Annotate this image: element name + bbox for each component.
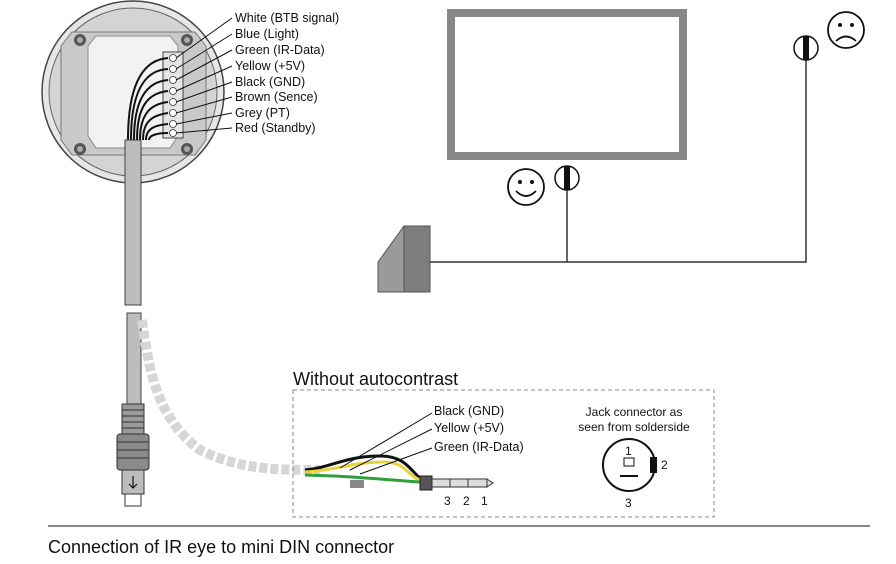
plug-pin-3: 3: [444, 494, 451, 508]
wire-label-black: Black (GND): [235, 75, 306, 89]
wire-label-red: Red (Standby): [235, 121, 316, 135]
breakout-leaders: [339, 412, 433, 475]
wire-label-grey: Grey (PT): [235, 106, 290, 120]
diagram-caption: Connection of IR eye to mini DIN connect…: [48, 537, 395, 557]
jack-pin-1: 1: [625, 444, 632, 458]
wire-label-brown: Brown (Sence): [235, 90, 318, 104]
wire-label-green: Green (IR-Data): [235, 43, 325, 57]
jack-pin-2: 2: [661, 458, 668, 472]
breakout-label-yellow: Yellow (+5V): [434, 421, 505, 435]
autocontrast-box: [292, 389, 715, 518]
wire-label-white: White (BTB signal): [235, 11, 340, 25]
receiver-box: [377, 225, 431, 293]
internal-wires: [127, 57, 169, 141]
jack-socket: [602, 438, 657, 492]
ir-eye-symbol-happy: [554, 165, 580, 191]
breakout-label-green: Green (IR-Data): [434, 440, 524, 454]
breakout-label-black: Black (GND): [434, 404, 505, 418]
smiley-face-icon: [507, 168, 545, 206]
label-leaders: [175, 17, 233, 134]
ir-eye-symbol-sad: [793, 35, 819, 61]
wire-label-yellow: Yellow (+5V): [235, 59, 306, 73]
jack-pin-3: 3: [625, 496, 632, 510]
tv-screen: [447, 9, 687, 160]
plug-pin-1: 1: [481, 494, 488, 508]
mini-din-connector: [116, 403, 150, 507]
breakout-wires: [304, 454, 494, 491]
wire-label-blue: Blue (Light): [235, 27, 299, 41]
system-wires: [430, 48, 807, 263]
plug-pin-2: 2: [463, 494, 470, 508]
cable: [124, 139, 142, 406]
jack-title-line2: seen from solderside: [578, 420, 690, 434]
jack-title: Jack connector as seen from solderside: [568, 405, 700, 435]
jack-title-line1: Jack connector as: [585, 405, 683, 419]
autocontrast-title: Without autocontrast: [293, 369, 459, 389]
dashed-cable: [137, 319, 321, 475]
frowning-face-icon: [827, 11, 865, 49]
